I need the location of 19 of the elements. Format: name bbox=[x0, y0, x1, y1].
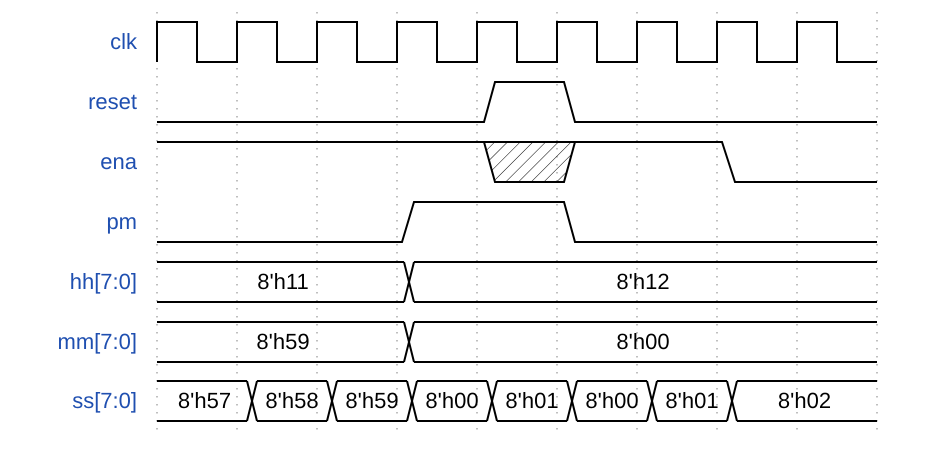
signal-name: ena bbox=[100, 149, 137, 175]
bus-value: 8'h01 bbox=[505, 388, 559, 414]
signal-name: mm[7:0] bbox=[58, 329, 137, 355]
bus-value: 8'h01 bbox=[665, 388, 719, 414]
bus-value: 8'h57 bbox=[178, 388, 232, 414]
bus-value: 8'h02 bbox=[778, 388, 832, 414]
signal-name: clk bbox=[110, 29, 137, 55]
bus-value: 8'h00 bbox=[425, 388, 479, 414]
signal-name: ss[7:0] bbox=[72, 388, 137, 414]
bus-value: 8'h58 bbox=[265, 388, 319, 414]
bus-value: 8'h00 bbox=[585, 388, 639, 414]
bus-value: 8'h59 bbox=[345, 388, 399, 414]
bus-value: 8'h12 bbox=[616, 269, 670, 295]
bus-value: 8'h11 bbox=[257, 269, 309, 295]
bus-value: 8'h00 bbox=[616, 329, 670, 355]
signal-name: hh[7:0] bbox=[70, 269, 137, 295]
bus-value: 8'h59 bbox=[256, 329, 310, 355]
signal-name: reset bbox=[88, 89, 137, 115]
signal-name: pm bbox=[106, 209, 137, 235]
